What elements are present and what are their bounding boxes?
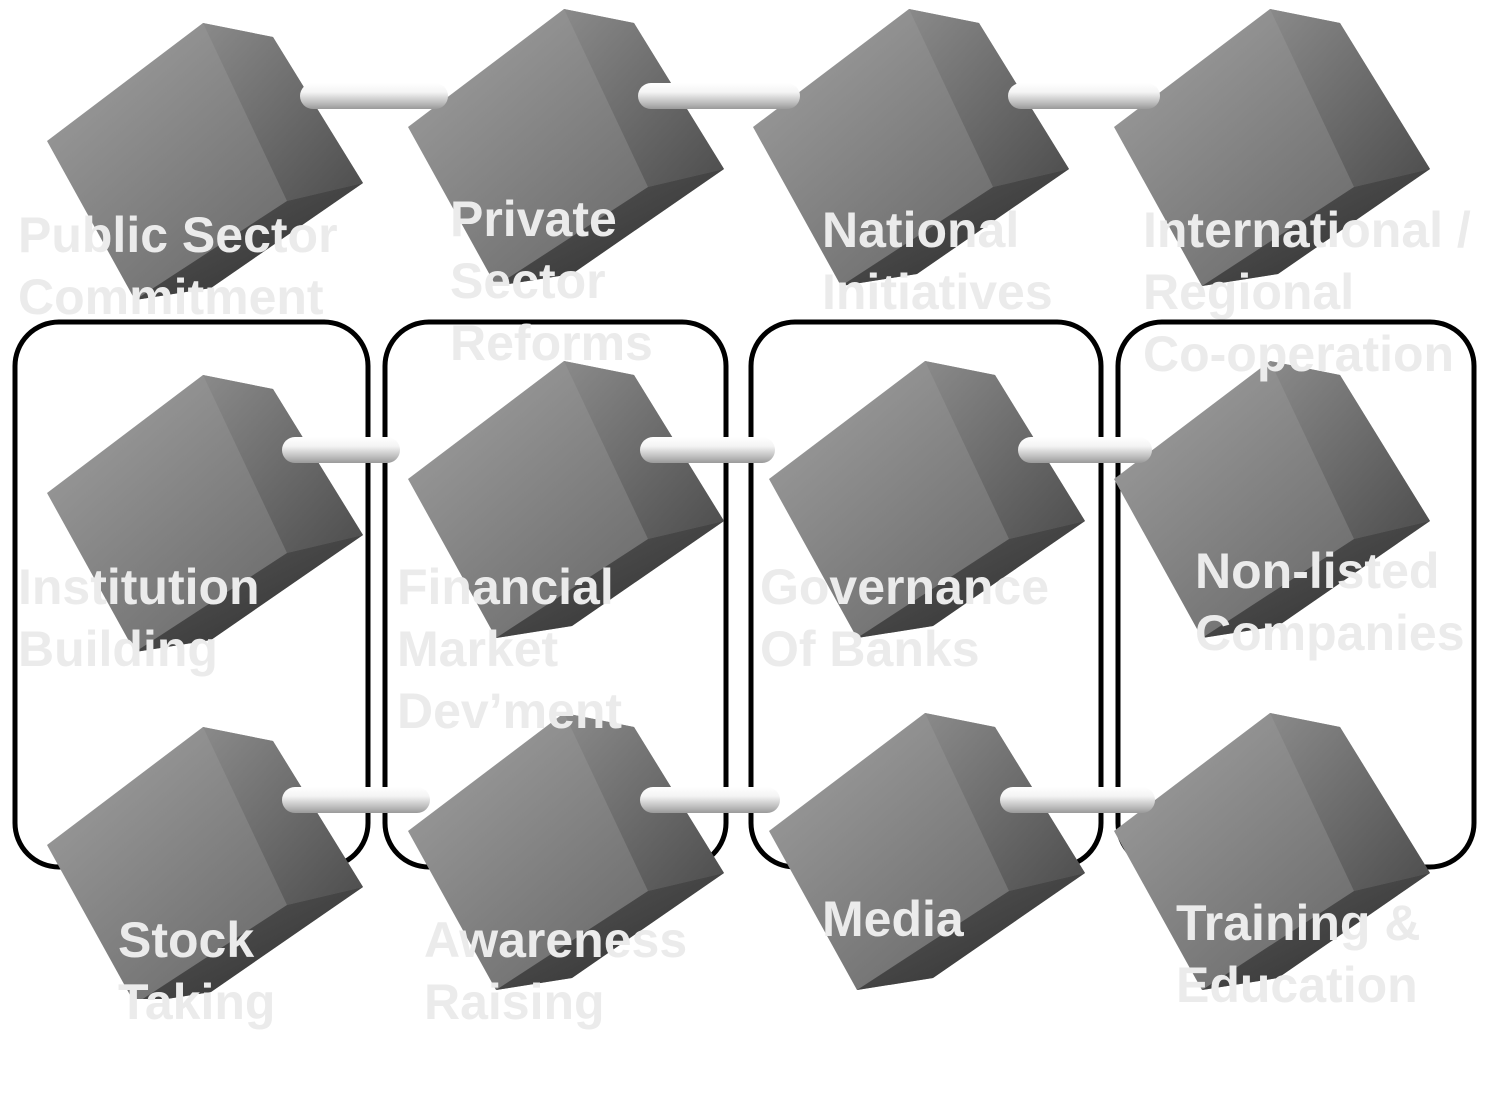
diagram-canvas (12, 9, 1477, 999)
cube-4 (1114, 9, 1430, 286)
cube-7 (769, 361, 1085, 638)
cube-6 (408, 361, 724, 638)
connector-1-3 (1008, 83, 1160, 109)
label-training-education: Training &Education (1176, 895, 1421, 1013)
label-media: Media (822, 891, 964, 947)
connector-pipes (282, 83, 1160, 813)
cube-8 (1114, 361, 1430, 638)
connector-2-2 (640, 437, 775, 463)
connector-2-1 (282, 437, 400, 463)
connector-1-2 (638, 83, 800, 109)
cube-12 (1114, 713, 1430, 990)
connector-1-1 (300, 83, 448, 109)
cube-3 (753, 9, 1069, 286)
cube-2 (408, 9, 724, 286)
connector-3-2 (640, 787, 780, 813)
cube-shapes (47, 9, 1430, 999)
connector-3-1 (282, 787, 430, 813)
connector-3-3 (1000, 787, 1155, 813)
connector-2-3 (1018, 437, 1152, 463)
cube-1 (47, 23, 363, 300)
